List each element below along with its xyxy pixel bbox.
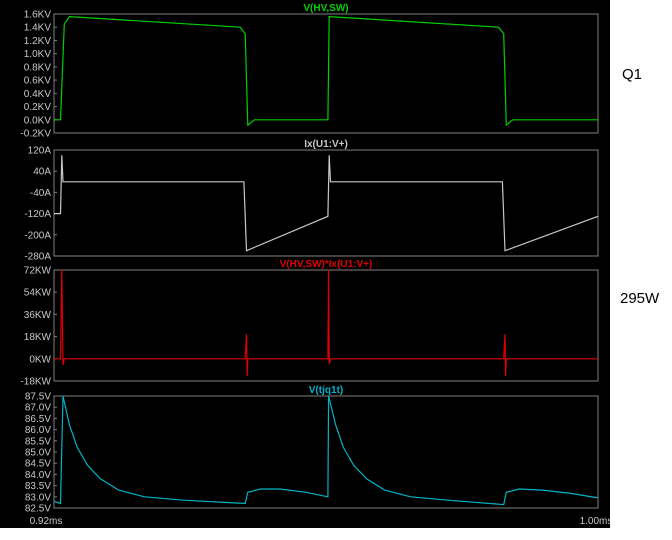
y-tick-label: -280A <box>24 252 51 263</box>
y-tick-label: 1.0KV <box>24 49 52 60</box>
pane-2: Ix(U1:V+) 120A 40A -40A -120A -200A -280A <box>24 139 599 263</box>
viewer-background <box>0 0 610 528</box>
y-tick-label: 1.4KV <box>24 23 52 34</box>
y-tick-label: 1.6KV <box>24 10 52 21</box>
trace-line <box>54 15 598 127</box>
y-tick-label: 0.4KV <box>24 89 52 100</box>
pane-4: V(tjq1t)87.5V87.0V86.5V86.0V85.5V85.0V84… <box>25 385 599 515</box>
power-label: 295W <box>620 290 660 307</box>
waveform-viewer: V(HV,SW) 1.6KV 1.4KV 1.2KV 1.0KV 0.8KV 0.6KV 0.… <box>0 0 610 528</box>
y-tick-label: 85.0V <box>25 448 51 459</box>
trace-line <box>54 155 599 252</box>
y-tick-label: 72KW <box>24 266 52 277</box>
y-tick-label: -0.2KV <box>20 129 51 140</box>
plot-frame <box>53 269 599 382</box>
y-tick-label: -18KW <box>20 377 51 388</box>
y-tick-label: 120A <box>28 146 52 157</box>
pane-1: V(HV,SW) 1.6KV 1.4KV 1.2KV 1.0KV 0.8KV 0.6KV 0.… <box>20 3 599 140</box>
y-tick-label: 0.0KV <box>24 115 52 126</box>
pane-3: V(HV,SW)*Ix(U1:V+) 72KW 54KW 36KW 18KW 0KW -18… <box>20 259 599 388</box>
y-tick-label: 86.5V <box>25 414 51 425</box>
y-tick-label: 0.8KV <box>24 62 52 73</box>
trace-title: V(HV,SW) <box>303 3 348 14</box>
y-tick-label: 36KW <box>24 310 52 321</box>
y-tick-label: 84.5V <box>25 459 51 470</box>
y-tick-label: 86.0V <box>25 425 51 436</box>
y-tick-label: 0KW <box>29 354 51 365</box>
y-tick-label: 1.2KV <box>24 36 52 47</box>
trace-title: V(tjq1t) <box>309 385 343 396</box>
y-tick-label: 0.2KV <box>24 102 52 113</box>
x-end-label: 1.00ms <box>580 516 610 527</box>
y-tick-label: -120A <box>24 209 51 220</box>
y-tick-label: 87.0V <box>25 403 51 414</box>
y-tick-label: 87.5V <box>25 392 51 403</box>
plot-frame <box>53 149 599 257</box>
trace-title: Ix(U1:V+) <box>304 139 348 150</box>
y-tick-label: 84.0V <box>25 470 51 481</box>
x-start-label: 0.92ms <box>30 516 63 527</box>
device-label: Q1 <box>622 66 643 83</box>
y-tick-label: 83.0V <box>25 492 51 503</box>
y-tick-label: 83.5V <box>25 481 51 492</box>
y-tick-label: 0.6KV <box>24 76 52 87</box>
y-tick-label: -40A <box>30 188 51 199</box>
trace-line <box>53 395 599 506</box>
y-tick-label: 82.5V <box>25 504 51 515</box>
trace-line <box>54 269 598 377</box>
y-tick-label: 54KW <box>24 288 52 299</box>
y-tick-label: 40A <box>33 167 51 178</box>
plot-frame <box>53 13 599 134</box>
y-tick-label: 85.5V <box>25 436 51 447</box>
y-tick-label: 18KW <box>24 332 52 343</box>
y-tick-label: -200A <box>24 230 51 241</box>
trace-title: V(HV,SW)*Ix(U1:V+) <box>280 259 373 270</box>
